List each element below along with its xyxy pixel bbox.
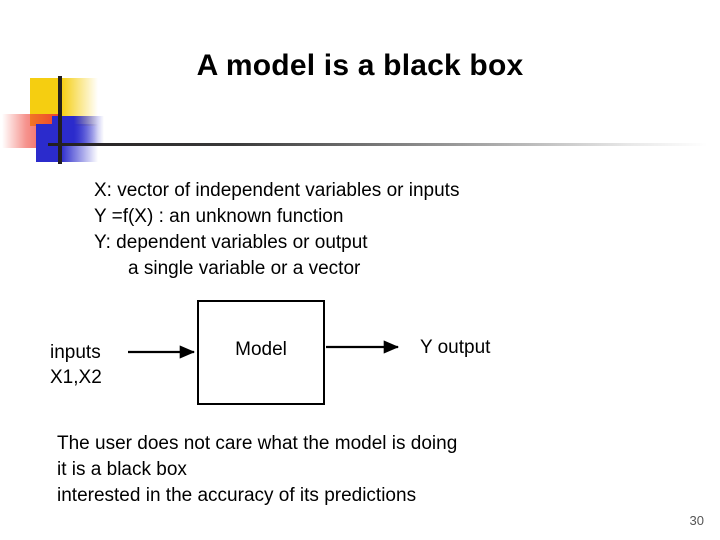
model-box: Model: [197, 300, 325, 405]
definition-line-x: X: vector of independent variables or in…: [94, 180, 460, 201]
logo-vertical-line: [58, 76, 62, 164]
diagram-input-label-line2: X1,X2: [50, 367, 102, 388]
model-box-label: Model: [235, 338, 287, 360]
note-line-1: The user does not care what the model is…: [57, 433, 458, 454]
definition-line-vector: a single variable or a vector: [128, 258, 361, 279]
note-line-3: interested in the accuracy of its predic…: [57, 485, 417, 506]
diagram-input-label: inputs X1,X2: [50, 340, 102, 390]
title-divider: [48, 143, 708, 146]
definition-line-function: Y =f(X) : an unknown function: [94, 206, 344, 227]
page-number: 30: [689, 513, 704, 528]
diagram-input-label-line1: inputs: [50, 342, 101, 363]
diagram-output-label: Y output: [420, 337, 491, 358]
definitions-block: X: vector of independent variables or in…: [94, 178, 459, 282]
page-title: A model is a black box: [196, 49, 524, 82]
note-line-2: it is a black box: [57, 459, 187, 480]
definition-line-y: Y: dependent variables or output: [94, 232, 368, 253]
notes-block: The user does not care what the model is…: [57, 431, 457, 509]
